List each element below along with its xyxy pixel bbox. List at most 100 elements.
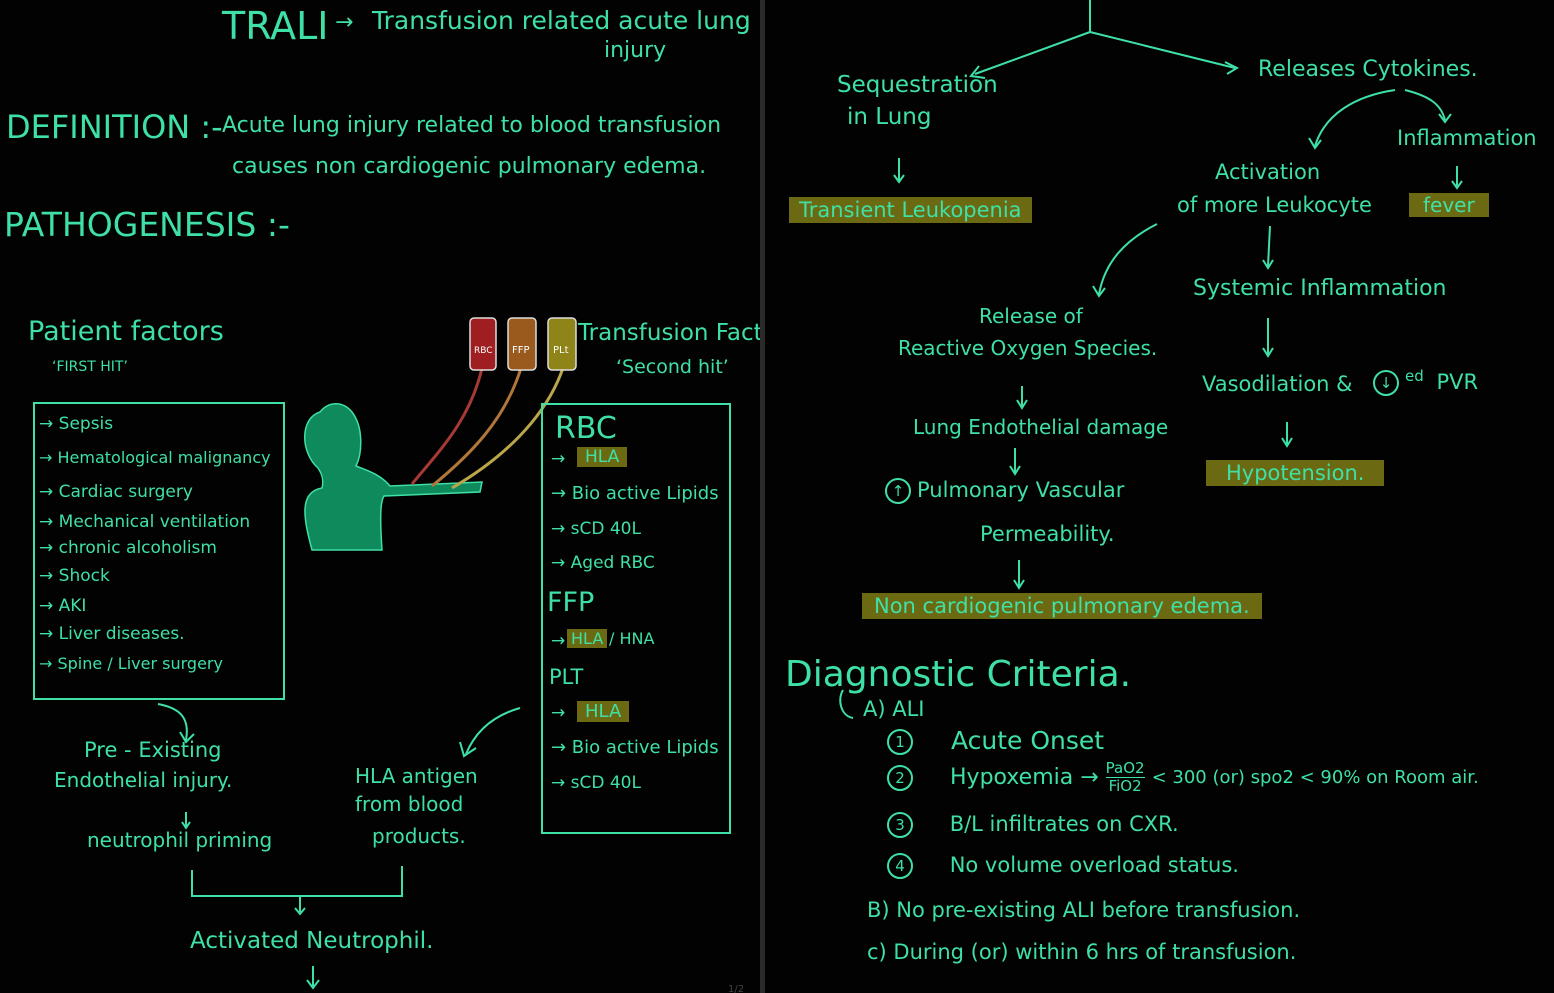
- decreased-pvr: ↓ed PVR: [1373, 367, 1478, 396]
- bag-rbc-label: RBC: [474, 346, 493, 356]
- hypotension: Hypotension.: [1206, 460, 1385, 486]
- lung-endothelial-damage: Lung Endothelial damage: [913, 415, 1169, 439]
- tf-rbc-item: → Bio active Lipids: [551, 483, 719, 504]
- tf-rbc-item: → sCD 40L: [551, 519, 641, 539]
- pvr-superscript: ed: [1405, 367, 1424, 385]
- bag-rbc-icon: [469, 317, 497, 371]
- criteria-3: 3 B/L infiltrates on CXR.: [887, 812, 1179, 838]
- transfusion-factors-box: RBC → HLA → Bio active Lipids → sCD 40L …: [541, 403, 731, 834]
- hla-antigen-line3: products.: [372, 824, 466, 848]
- tf-arrow: →: [551, 449, 566, 469]
- pulmonary-vascular-label: Pulmonary Vascular: [917, 478, 1125, 502]
- left-page: TRALI → Transfusion related acute lung i…: [0, 0, 760, 993]
- patient-factor-item: → Shock: [39, 566, 110, 586]
- number-2-icon: 2: [887, 764, 913, 791]
- tf-plt-item: → Bio active Lipids: [551, 737, 719, 758]
- criteria-4-label: No volume overload status.: [949, 853, 1239, 877]
- decreased-circle-icon: ↓: [1373, 370, 1399, 396]
- criteria-c: c) During (or) within 6 hrs of transfusi…: [867, 940, 1297, 964]
- sequestration-line2: in Lung: [847, 104, 932, 130]
- tf-plt-heading: PLT: [549, 665, 584, 689]
- page-divider: [760, 0, 765, 993]
- bag-plt-icon: [547, 317, 577, 371]
- hla-antigen-line2: from blood: [355, 792, 464, 816]
- pre-existing-line2: Endothelial injury.: [54, 768, 233, 792]
- criteria-1-label: Acute Onset: [950, 726, 1105, 755]
- tf-ffp-hna: / HNA: [609, 629, 655, 648]
- flowchart-arrows: [839, 0, 1463, 719]
- patient-factors-title: Patient factors: [28, 316, 224, 347]
- releases-cytokines: Releases Cytokines.: [1258, 57, 1478, 82]
- transient-leukopenia: Transient Leukopenia: [789, 197, 1032, 223]
- diagnostic-criteria-heading: Diagnostic Criteria.: [785, 654, 1132, 695]
- hla-antigen-line1: HLA antigen: [355, 764, 478, 788]
- bag-plt-label: PLt: [553, 345, 569, 356]
- tf-arrow: →: [551, 631, 566, 651]
- definition-line1: Acute lung injury related to blood trans…: [222, 113, 722, 138]
- pulmonary-permeability-line2: Permeability.: [980, 522, 1115, 546]
- sequestration-line1: Sequestration: [837, 72, 998, 98]
- neutrophil-priming: neutrophil priming: [87, 828, 273, 852]
- bag-ffp-icon: [507, 317, 537, 371]
- non-cardiogenic-edema: Non cardiogenic pulmonary edema.: [862, 593, 1262, 619]
- criteria-2-pre: Hypoxemia →: [950, 765, 1099, 790]
- release-of-line2: Reactive Oxygen Species.: [898, 336, 1158, 360]
- criteria-3-label: B/L infiltrates on CXR.: [949, 812, 1179, 836]
- title-trali: TRALI: [222, 4, 329, 48]
- definition-line2: causes non cardiogenic pulmonary edema.: [232, 154, 707, 179]
- activation-line2: of more Leukocyte: [1177, 193, 1372, 217]
- number-4-icon: 4: [887, 853, 913, 879]
- patient-transfusion-illustration: [157, 317, 577, 990]
- patient-factor-item: → Liver diseases.: [39, 624, 185, 644]
- number-1-icon: 1: [887, 729, 913, 755]
- pathogenesis-heading: PATHOGENESIS :-: [4, 205, 290, 244]
- fraction-numerator: PaO2: [1105, 759, 1145, 778]
- patient-factors-box: → Sepsis → Hematological malignancy → Ca…: [33, 402, 285, 700]
- tf-ffp-heading: FFP: [547, 587, 595, 618]
- tf-plt-item: → sCD 40L: [551, 773, 641, 793]
- activated-neutrophil: Activated Neutrophil.: [190, 928, 434, 954]
- transfusion-factors-subtitle: ‘Second hit’: [616, 356, 729, 378]
- criteria-1: 1 Acute Onset: [887, 726, 1104, 755]
- patient-factor-item: → Cardiac surgery: [39, 482, 193, 502]
- fraction-denominator: FiO2: [1108, 777, 1142, 795]
- number-3-icon: 3: [887, 812, 913, 838]
- tf-rbc-item: → Aged RBC: [551, 553, 655, 573]
- criteria-2: 2 Hypoxemia → PaO2 FiO2 < 300 (or) spo2 …: [887, 760, 1479, 795]
- fever: fever: [1409, 193, 1489, 217]
- pao2-fio2-fraction: PaO2 FiO2: [1105, 759, 1145, 795]
- criteria-a: A) ALI: [863, 697, 925, 721]
- tf-arrow: →: [551, 703, 566, 723]
- flow-arrows: [157, 703, 521, 990]
- patient-factor-item: → Spine / Liver surgery: [39, 654, 223, 673]
- patient-factor-item: → Mechanical ventilation: [39, 512, 251, 532]
- title-expansion-line1: Transfusion related acute lung: [372, 6, 751, 35]
- right-page: Sequestration in Lung Transient Leukopen…: [765, 0, 1554, 993]
- tf-ffp-hla: HLA: [567, 629, 608, 648]
- inflammation: Inflammation: [1397, 126, 1537, 150]
- vasodilation: Vasodilation &: [1202, 372, 1353, 396]
- title-expansion-line2: injury: [604, 38, 667, 63]
- bag-ffp-label: FFP: [512, 345, 530, 356]
- criteria-4: 4 No volume overload status.: [887, 853, 1239, 879]
- criteria-2-post: < 300 (or) spo2 < 90% on Room air.: [1151, 767, 1479, 788]
- release-of-line1: Release of: [979, 304, 1083, 328]
- patient-figure-icon: [304, 403, 483, 551]
- transfusion-factors-title: Transfusion Factors: [578, 320, 760, 346]
- page-number: 1/2: [728, 984, 745, 993]
- patient-factors-subtitle: ‘FIRST HIT’: [52, 359, 128, 375]
- pulmonary-permeability-line1: ↑Pulmonary Vascular: [885, 478, 1124, 504]
- tf-rbc-hla: HLA: [577, 447, 628, 467]
- tf-plt-hla: HLA: [577, 701, 630, 722]
- activation-line1: Activation: [1215, 160, 1321, 184]
- increased-circle-icon: ↑: [885, 478, 911, 504]
- patient-factor-item: → Sepsis: [39, 414, 114, 434]
- pre-existing-line1: Pre - Existing: [84, 738, 222, 762]
- tf-rbc-heading: RBC: [555, 411, 617, 446]
- patient-factor-item: → AKI: [39, 596, 87, 616]
- patient-factor-item: → chronic alcoholism: [39, 538, 217, 558]
- transfusion-lines: [410, 367, 565, 490]
- criteria-b: B) No pre-existing ALI before transfusio…: [867, 898, 1301, 922]
- patient-factor-item: → Hematological malignancy: [39, 448, 271, 467]
- definition-heading: DEFINITION :-: [6, 108, 223, 146]
